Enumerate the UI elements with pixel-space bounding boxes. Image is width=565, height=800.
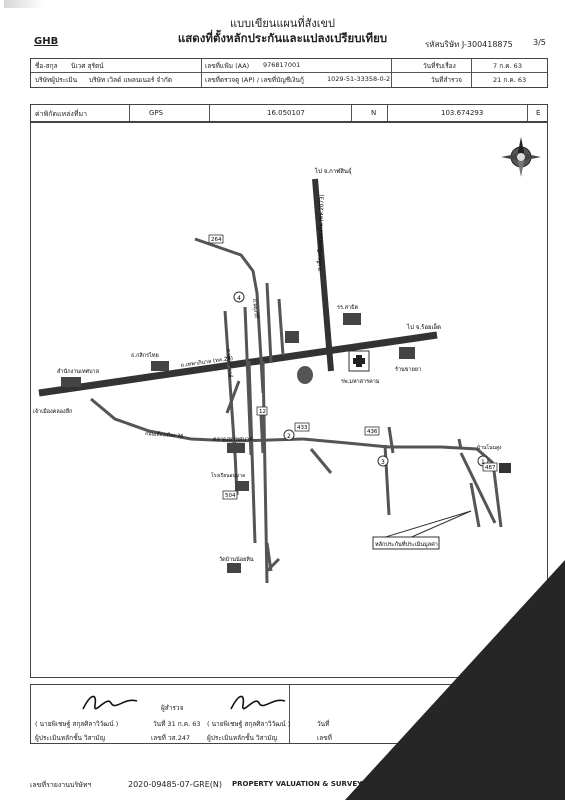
label-school2: โรงเรียนอนุบาล [211,472,245,479]
gps-source: GPS [149,109,164,117]
streets [194,237,503,584]
hospital-icon [348,350,370,372]
account-number: 1029-51-33358-0-2 [327,75,391,83]
label-road-a: ถ.นครสวรรค์ [225,349,234,378]
road-number-boxes [208,234,498,500]
label-temple: วัดบ้านน้อยหิน [219,556,254,563]
north-road [312,178,334,372]
info-table: ชื่อ-สกุล นิเวศ สุรัตน์ เลขที่แฟ้ม (AA) … [30,58,548,88]
report-label: เลขที่รายงานบริษัทฯ [30,781,92,789]
right-name: นายพิเชษฐ์ สกุลศิลาวิวัฒน์ [211,720,286,728]
report-number: 2020-09485-07-GRE(N) [128,780,222,789]
page-number: 3/5 [533,38,546,47]
signature-left [82,695,138,710]
svg-text:487: 487 [485,465,496,471]
company-footer: PROPERTY VALUATION & SURVEYOR [232,780,374,788]
info-row-1: ชื่อ-สกุล นิเวศ สุรัตน์ เลขที่แฟ้ม (AA) … [31,59,547,73]
form-title: แบบเขียนแผนที่สังเขป [230,17,335,30]
label-chao: เจ้าเมืองคลองลึก [33,408,72,415]
location-map: ไป จ.กาฬสินธุ์ ไป จ.ร้อยเอ็ด ถ.เทพาภิบาล… [30,122,548,678]
left-date: 31 ก.ค. 63 [167,720,201,728]
map-canvas: ไป จ.กาฬสินธุ์ ไป จ.ร้อยเอ็ด ถ.เทพาภิบาล… [33,137,541,584]
label-hospital: รพ.มหาสารคาม [341,378,380,385]
gps-row: ค่าพิกัดแหล่งที่มา GPS 16.050107 N 103.6… [30,104,548,122]
label-school: รร.สาธิต [337,304,358,311]
main-road [38,331,438,397]
info-row-2: บริษัทผู้ประเมิน บริษัท เวิลด์ แพลนเนอร์… [31,73,547,87]
corner-shadow [345,560,565,800]
parcel-pointer [378,510,472,540]
owner-name: นิเวศ สุรัตน์ [71,62,104,70]
label-market: ตลาดสดเทศบาล [213,436,252,443]
svg-text:504: 504 [225,493,236,499]
left-name: นายพิเชษฐ์ สกุลศิลาวิวัฒน์ [39,720,114,728]
svg-text:436: 436 [367,429,378,435]
label-pharmacy: ร้านขายยา [395,366,421,373]
parcel-marker [499,463,511,473]
form-subtitle: แสดงที่ตั้งหลักประกันและแปลงเปรียบเทียบ [177,31,388,45]
svg-text:433: 433 [297,425,308,431]
temple-icon [297,366,313,384]
svg-text:12: 12 [259,409,266,415]
company-name: บริษัท เวิลด์ แพลนเนอร์ จำกัด [89,76,173,84]
survey-date: 21 ก.ค. 63 [493,76,527,84]
label-bypass: ถ.เลี่ยงเมืองหนองโน (ทล.2073) [315,194,326,271]
label-road-east: ไป จ.ร้อยเอ็ด [406,322,441,331]
svg-text:3: 3 [381,459,385,466]
label-bank: ธ.กสิกรไทย [131,352,159,359]
ref-number: รหัสบริษัท J-300418875 [425,40,513,49]
label-road-south: ถนนเลี่ยงเมือง 36 [145,430,184,440]
signature-block: ผู้สำรวจ ( นายพิเชษฐ์ สกุลศิลาวิวัฒน์ ) … [30,684,548,744]
scan-smudge [4,0,44,8]
doc-number: 976817001 [263,61,301,69]
label-road-north: ไป จ.กาฬสินธุ์ [314,167,352,175]
south-bypass [90,397,304,443]
svg-text:2: 2 [287,433,291,440]
bank-logo: GHB [34,36,59,47]
building-icons [61,313,415,573]
parcel-label-box [372,536,440,550]
label-village: บ้านโนนสูง [477,444,502,451]
label-office: สำนักงานเทศบาล [57,368,99,375]
svg-text:1: 1 [481,459,485,466]
left-license: วส.247 [168,734,191,742]
label-parcel: หลักประกันที่ประเมินมูลค่า [375,540,438,548]
gps-lon: 103.674293 [441,109,484,117]
compass-icon [501,137,541,177]
receive-date: 7 ก.ค. 63 [493,62,522,70]
label-road-b: ถ.ผดุงวิถี [251,298,260,318]
svg-text:4: 4 [237,295,241,302]
svg-text:264: 264 [211,237,222,243]
signature-right [230,695,286,710]
gps-lat: 16.050107 [267,109,305,117]
